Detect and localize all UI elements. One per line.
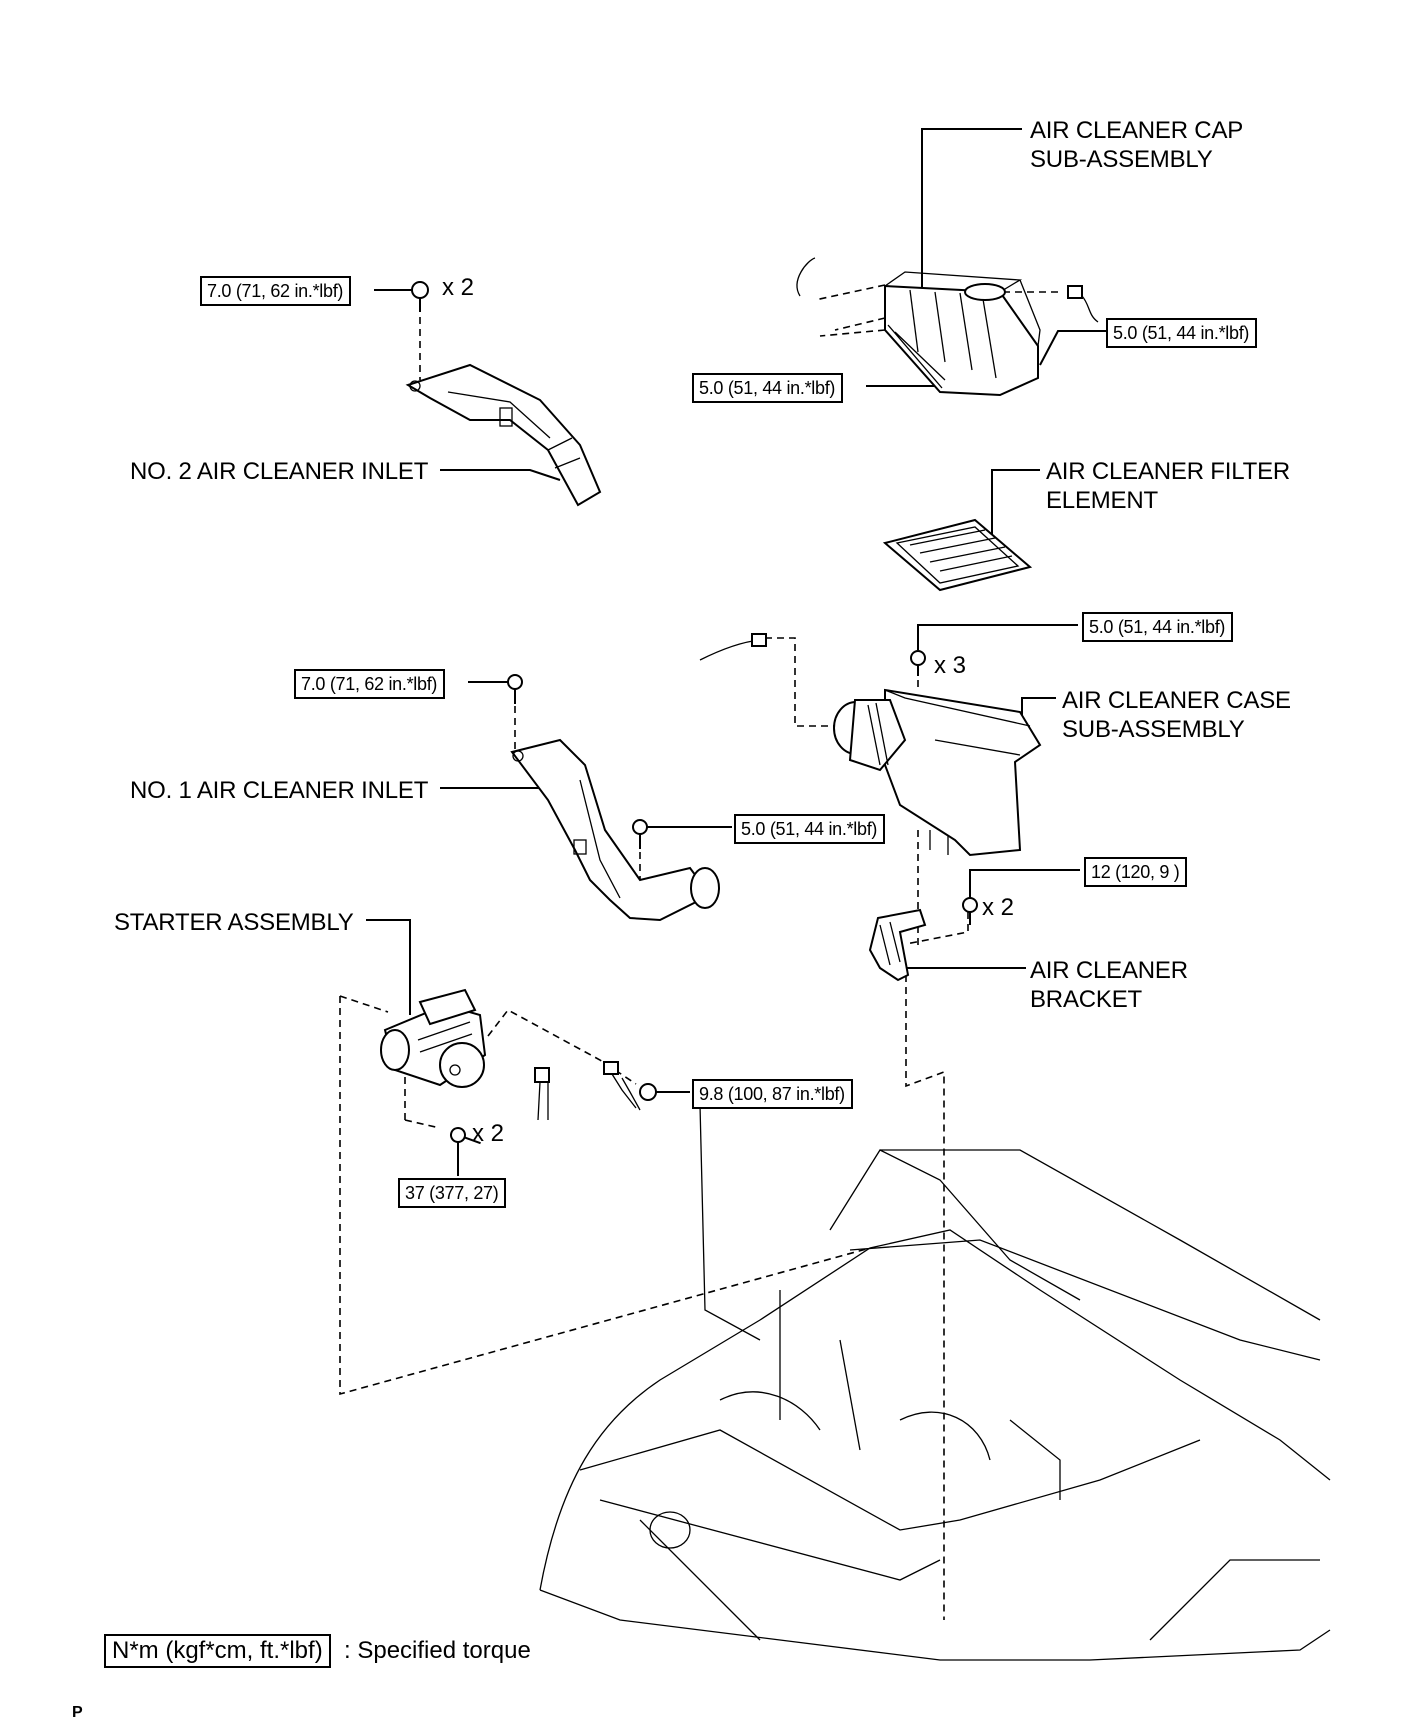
label-filter-element-line2: ELEMENT xyxy=(1046,487,1158,514)
torque-box-no1-inlet-bolt: 7.0 (71, 62 in.*lbf) xyxy=(294,669,446,699)
air-cleaner-bracket-drawing xyxy=(868,908,927,982)
label-air-cleaner-cap: AIR CLEANER CAP xyxy=(1030,117,1244,144)
air-cleaner-filter-drawing xyxy=(882,518,1033,592)
qty-case-bolt: x 3 xyxy=(934,652,967,679)
bolt-icons xyxy=(411,281,978,1145)
torque-box-cap-left: 5.0 (51, 44 in.*lbf) xyxy=(692,373,844,403)
qty-starter-bolt: x 2 xyxy=(472,1120,505,1147)
torque-box-starter-bolt: 37 (377, 27) xyxy=(398,1178,507,1208)
qty-bracket-bolt: x 2 xyxy=(982,894,1015,921)
torque-box-case-bolt: 5.0 (51, 44 in.*lbf) xyxy=(1082,612,1234,642)
label-air-cleaner-bracket-line2: BRACKET xyxy=(1030,986,1142,1013)
label-no1-air-cleaner-inlet: NO. 1 AIR CLEANER INLET xyxy=(130,777,429,804)
qty-no2-inlet-bolt: x 2 xyxy=(442,274,475,301)
torque-box-bracket-bolt: 12 (120, 9 ) xyxy=(1084,857,1188,887)
label-filter-element: AIR CLEANER FILTER xyxy=(1046,458,1291,485)
air-cleaner-case-drawing xyxy=(699,633,1042,857)
legend-description: : Specified torque xyxy=(344,1637,531,1664)
legend-torque-unit-box: N*m (kgf*cm, ft.*lbf) xyxy=(104,1634,331,1668)
label-air-cleaner-cap-line2: SUB-ASSEMBLY xyxy=(1030,146,1213,173)
no2-air-cleaner-inlet-drawing xyxy=(405,363,602,507)
leader-lines xyxy=(366,128,1106,1176)
torque-box-cap-right: 5.0 (51, 44 in.*lbf) xyxy=(1106,318,1258,348)
torque-box-starter-nut: 9.8 (100, 87 in.*lbf) xyxy=(692,1079,853,1109)
label-no2-air-cleaner-inlet: NO. 2 AIR CLEANER INLET xyxy=(130,458,429,485)
label-air-cleaner-case-line2: SUB-ASSEMBLY xyxy=(1062,716,1245,743)
label-air-cleaner-case: AIR CLEANER CASE xyxy=(1062,687,1291,714)
assembly-dashed-lines xyxy=(339,284,1058,1620)
starter-assembly-drawing xyxy=(380,988,657,1121)
label-starter-assembly: STARTER ASSEMBLY xyxy=(114,909,354,936)
torque-box-no2-inlet-bolt: 7.0 (71, 62 in.*lbf) xyxy=(200,276,352,306)
label-air-cleaner-bracket: AIR CLEANER xyxy=(1030,957,1188,984)
air-cleaner-cap-drawing xyxy=(796,257,1099,397)
corner-mark: P xyxy=(72,1704,83,1721)
torque-box-no1-inlet-clamp: 5.0 (51, 44 in.*lbf) xyxy=(734,814,886,844)
vehicle-engine-bay-drawing xyxy=(539,1104,1331,1661)
no1-air-cleaner-inlet-drawing xyxy=(510,738,720,922)
